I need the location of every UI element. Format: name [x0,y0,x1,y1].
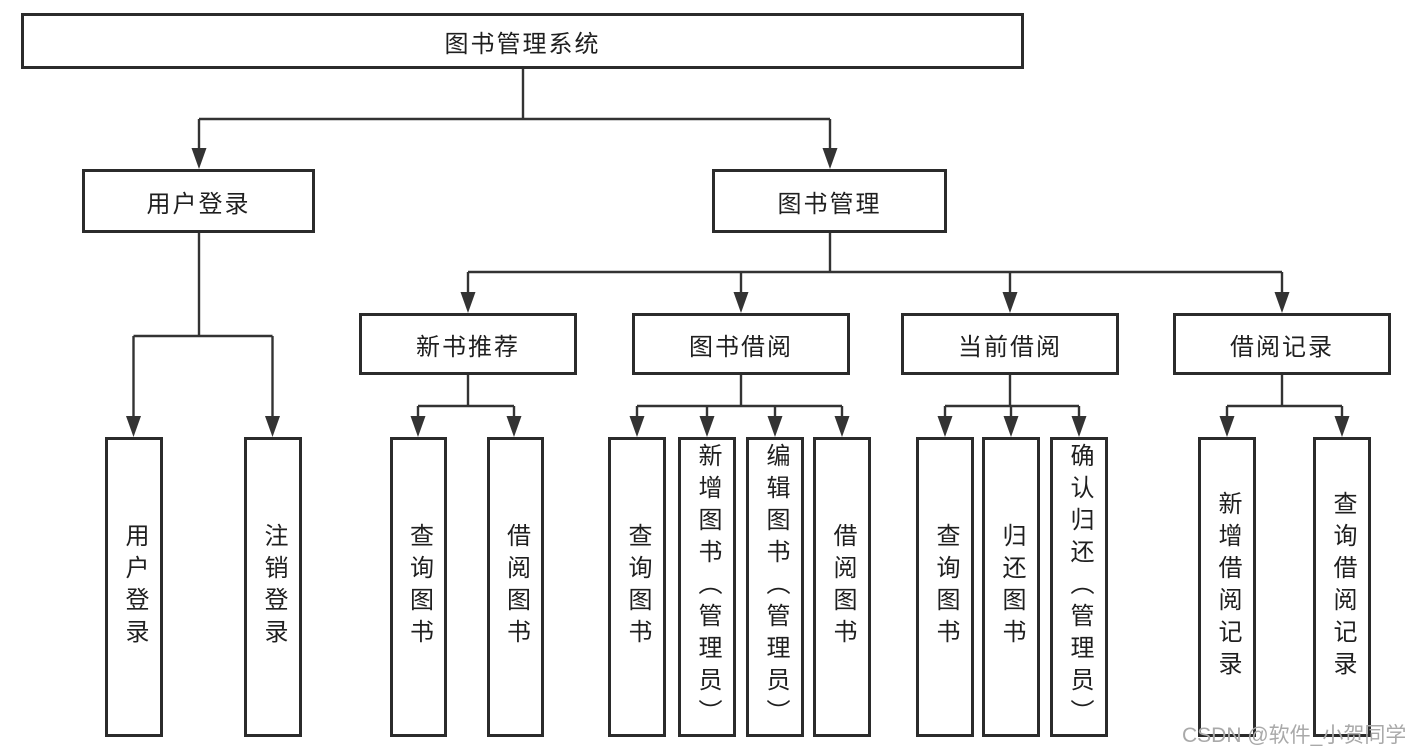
leaf-return-books: 归还图书 [982,437,1040,737]
leaf-confirm-return-admin: 确认归还（管理员） [1050,437,1108,737]
leaf-query-books-current-label: 查询图书 [932,523,959,651]
leaf-return-books-label: 归还图书 [998,523,1025,651]
leaf-query-books-recommend-label: 查询图书 [405,523,433,651]
leaf-add-borrow-record-label: 新增借阅记录 [1214,491,1241,683]
node-new-book-recommendation: 新书推荐 [359,313,577,375]
leaf-query-books-borrowing: 查询图书 [608,437,666,737]
leaf-logout-login-label: 注销登录 [260,523,287,651]
node-borrowing-records: 借阅记录 [1173,313,1391,375]
node-borrowing-records-label: 借阅记录 [1230,333,1334,361]
leaf-query-borrow-record-label: 查询借阅记录 [1329,491,1356,683]
node-book-management: 图书管理 [712,169,947,233]
leaf-query-borrow-record: 查询借阅记录 [1313,437,1371,737]
leaf-borrow-books-borrowing-label: 借阅图书 [829,523,856,651]
leaf-add-book-admin-label: 新增图书（管理员） [694,443,721,731]
leaf-query-books-current: 查询图书 [916,437,974,737]
leaf-query-books-recommend: 查询图书 [390,437,447,737]
leaf-user-login: 用户登录 [105,437,163,737]
leaf-borrow-books-recommend: 借阅图书 [487,437,544,737]
node-book-management-label: 图书管理 [777,190,882,218]
leaf-borrow-books-borrowing: 借阅图书 [813,437,871,737]
node-current-borrowing: 当前借阅 [901,313,1119,375]
node-user-login: 用户登录 [82,169,315,233]
node-user-login-label: 用户登录 [146,190,251,218]
leaf-add-book-admin: 新增图书（管理员） [678,437,736,737]
node-current-borrowing-label: 当前借阅 [958,333,1062,361]
node-new-book-recommendation-label: 新书推荐 [416,333,520,361]
leaf-confirm-return-admin-label: 确认归还（管理员） [1066,443,1093,731]
leaf-edit-book-admin: 编辑图书（管理员） [746,437,804,737]
node-library-management-system-label: 图书管理系统 [444,30,601,58]
leaf-user-login-label: 用户登录 [121,523,148,651]
node-library-management-system: 图书管理系统 [21,13,1024,69]
leaf-logout-login: 注销登录 [244,437,302,737]
leaf-edit-book-admin-label: 编辑图书（管理员） [762,443,789,731]
node-book-borrowing-label: 图书借阅 [689,333,793,361]
leaf-borrow-books-recommend-label: 借阅图书 [502,523,530,651]
leaf-add-borrow-record: 新增借阅记录 [1198,437,1256,737]
watermark: CSDN @软件_小贺同学 [1182,724,1405,747]
node-book-borrowing: 图书借阅 [632,313,850,375]
leaf-query-books-borrowing-label: 查询图书 [624,523,651,651]
